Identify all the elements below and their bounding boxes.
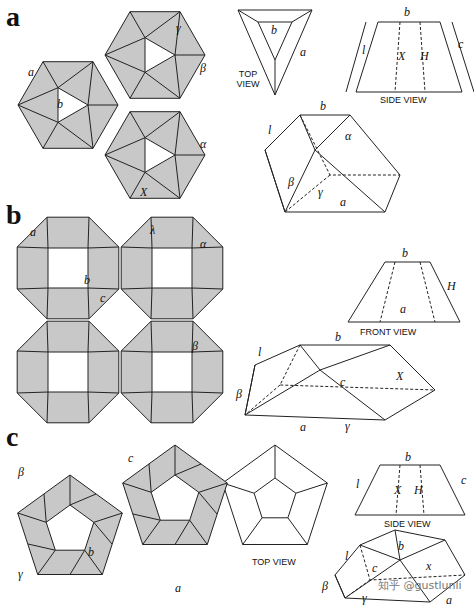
dimension-label: α [200,238,206,251]
dimension-label: α [200,138,206,151]
dimension-label: X [396,370,403,383]
panel-letter: c [6,422,18,453]
watermark: 知乎 @gustlunli [378,580,462,592]
dimension-label: H [414,484,423,497]
dimension-label: a [300,46,306,59]
view-label: FRONT VIEW [360,328,416,338]
dimension-label: b [57,98,63,111]
view-label: SIDE VIEW [380,96,427,106]
dimension-label: β [18,466,24,479]
dimension-label: b [405,451,411,464]
dimension-label: c [340,376,345,389]
dimension-label: β [192,340,198,353]
panel-letter: b [6,200,22,231]
dimension-label: X [140,186,147,199]
dimension-label: a [446,594,452,607]
dimension-label: β [200,62,206,75]
dimension-label: β [322,580,328,593]
dimension-label: a [340,196,346,209]
dimension-label: γ [362,592,367,605]
dimension-label: β [236,388,242,401]
dimension-label: β [288,176,294,189]
dimension-label: c [461,474,466,487]
dimension-label: γ [318,186,323,199]
dimension-label: X [394,484,401,497]
dimension-label: c [458,38,463,51]
dimension-label: b [402,247,408,260]
dimension-label: l [258,346,261,359]
dimension-label: α [345,130,351,143]
dimension-label: γ [345,420,350,433]
dimension-label: b [271,24,277,37]
view-label: TOP VIEW [234,70,262,90]
dimension-label: γ [176,22,181,35]
dimension-label: a [300,421,306,434]
dimension-label: γ [18,568,23,581]
dimension-label: X [398,50,405,63]
dimension-label: l [268,124,271,137]
dimension-label: c [372,562,377,575]
dimension-label: a [175,582,181,595]
dimension-label: b [84,274,90,287]
panel-letter: a [6,2,20,33]
dimension-label: a [30,226,36,239]
dimension-label: l [356,478,359,491]
dimension-label: b [404,6,410,19]
dimension-label: b [88,546,94,559]
dimension-label: l [345,550,348,563]
dimension-label: x [426,560,431,573]
view-label: SIDE VIEW [384,520,431,530]
dimension-label: c [100,292,105,305]
dimension-label: b [320,100,326,113]
dimension-label: a [400,303,406,316]
view-label: TOP VIEW [252,558,296,568]
dimension-label: b [398,540,404,553]
dimension-label: a [28,66,34,79]
dimension-label: c [128,452,133,465]
dimension-label: b [335,331,341,344]
dimension-label: l [362,44,365,57]
dimension-label: H [420,50,429,63]
dimension-label: H [447,280,456,293]
dimension-label: λ [150,224,155,237]
